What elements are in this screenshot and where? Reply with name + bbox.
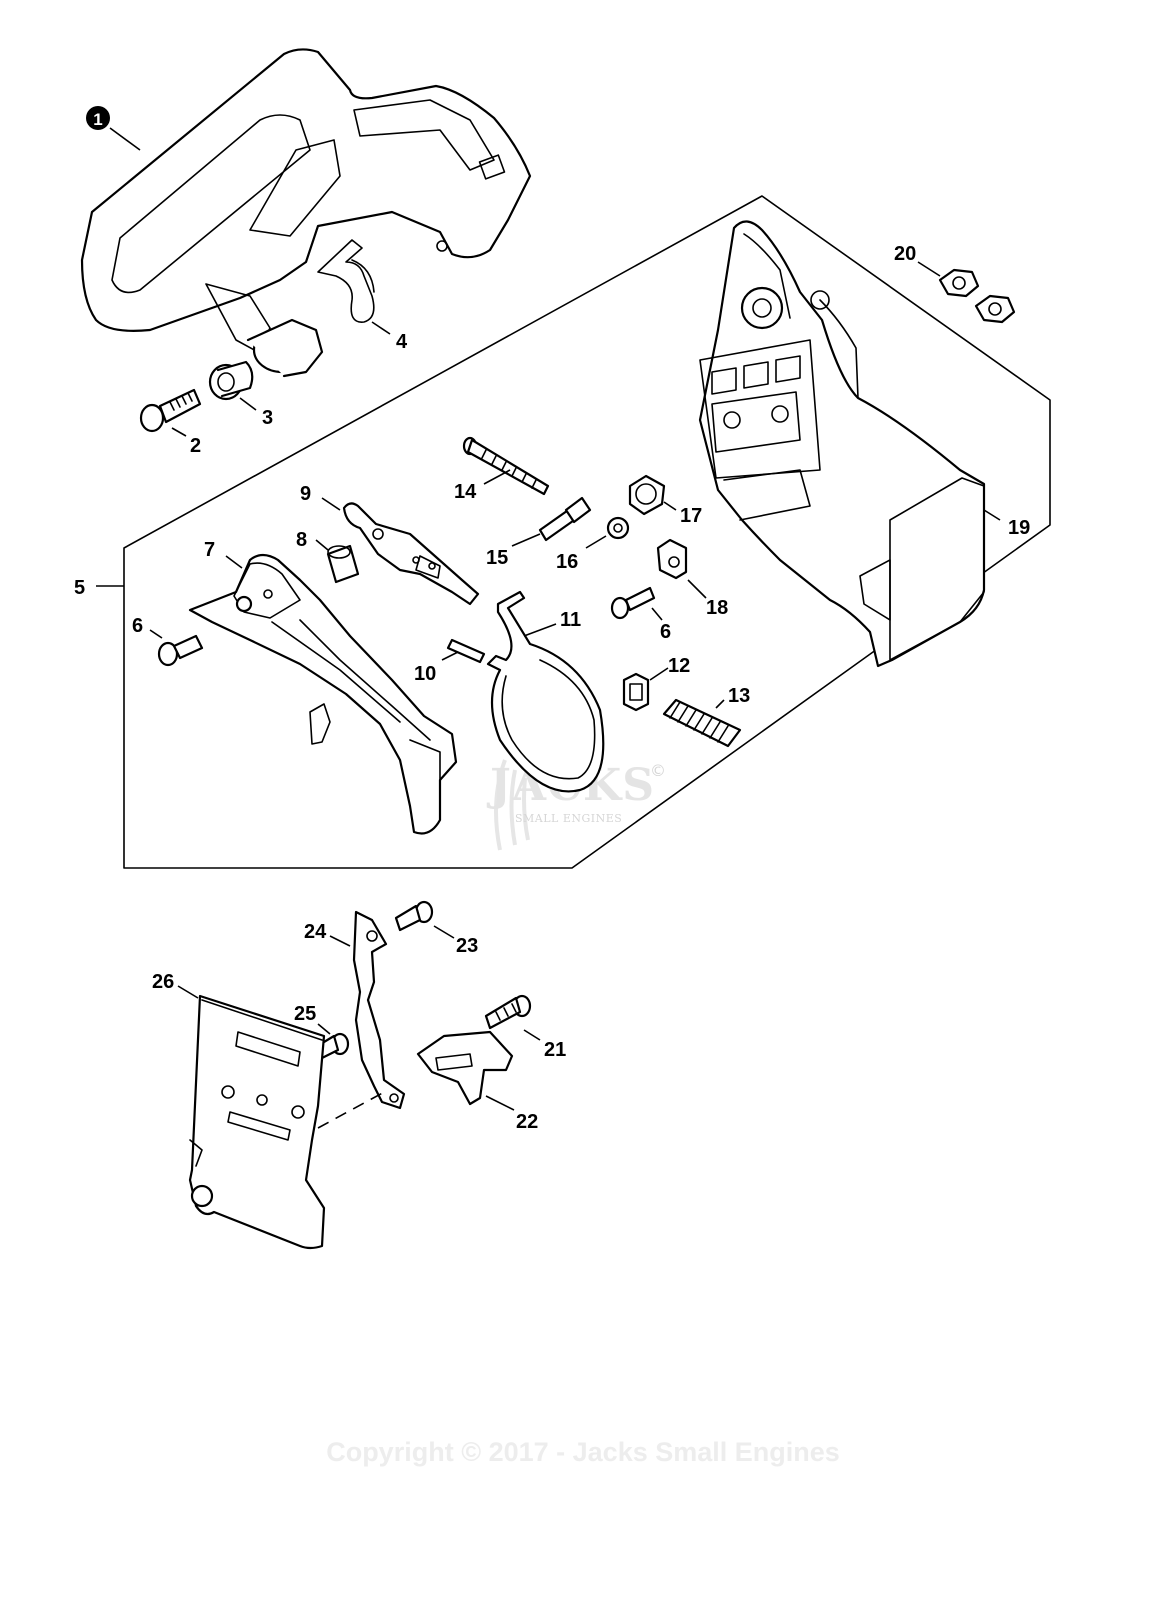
label-17: 17: [680, 505, 702, 527]
label-10: 10: [414, 663, 436, 685]
bolt-part-2: [139, 388, 202, 433]
guide-plate-part: [352, 910, 406, 1110]
adjuster-part-15: [538, 496, 592, 542]
spring-clip-part: [317, 239, 375, 323]
leader-lines: [96, 127, 1001, 1111]
brake-band-part: [486, 590, 605, 793]
brake-lever-part: [342, 502, 480, 606]
label-2: 2: [190, 435, 201, 457]
label-6b: 6: [660, 621, 671, 643]
label-14: 14: [454, 481, 477, 503]
label-3: 3: [262, 407, 273, 429]
label-1-badge: 1: [86, 106, 110, 130]
brake-housing-part: [188, 553, 458, 835]
label-19: 19: [1008, 517, 1030, 539]
label-25: 25: [294, 1003, 316, 1025]
label-18: 18: [706, 597, 728, 619]
clutch-cover-part: [698, 220, 986, 668]
label-24: 24: [304, 921, 327, 943]
label-5: 5: [74, 577, 85, 599]
block-nut-part-18: [656, 538, 688, 580]
gear-part-17: [628, 474, 666, 516]
label-15: 15: [486, 547, 508, 569]
label-8: 8: [296, 529, 307, 551]
screw-part-23: [394, 900, 434, 932]
small-block-part-12: [622, 672, 650, 712]
label-13: 13: [728, 685, 750, 707]
label-4: 4: [396, 331, 408, 353]
label-22: 22: [516, 1111, 538, 1133]
label-7: 7: [204, 539, 215, 561]
screw-part-6a: [157, 634, 204, 667]
bushing-part-8: [326, 544, 360, 584]
bar-plate-part: [188, 994, 389, 1250]
label-21: 21: [544, 1039, 566, 1061]
washer-part-16: [606, 516, 630, 540]
copyright-notice: Copyright © 2017 - Jacks Small Engines: [326, 1437, 840, 1467]
label-1: 1: [93, 110, 102, 129]
spring-part-13: [662, 698, 742, 748]
label-23: 23: [456, 935, 478, 957]
kit-outline: [123, 195, 1051, 869]
label-16: 16: [556, 551, 578, 573]
front-hand-guard-part: [80, 48, 532, 378]
nut-part-20: [938, 268, 1016, 324]
screw-part-21: [484, 994, 532, 1030]
bushing-part: [208, 360, 254, 401]
screw-part-6b: [610, 586, 656, 620]
label-9: 9: [300, 483, 311, 505]
tensioner-lever-part: [416, 1030, 514, 1106]
label-6a: 6: [132, 615, 143, 637]
pin-part-10: [446, 638, 486, 664]
label-12: 12: [668, 655, 690, 677]
label-20: 20: [894, 243, 916, 265]
label-11: 11: [560, 609, 581, 631]
watermark-copyright-symbol: ©: [650, 761, 666, 780]
watermark-subtitle-text: SMALL ENGINES: [515, 812, 622, 825]
label-26: 26: [152, 971, 174, 993]
long-bolt-part-14: [462, 436, 550, 496]
